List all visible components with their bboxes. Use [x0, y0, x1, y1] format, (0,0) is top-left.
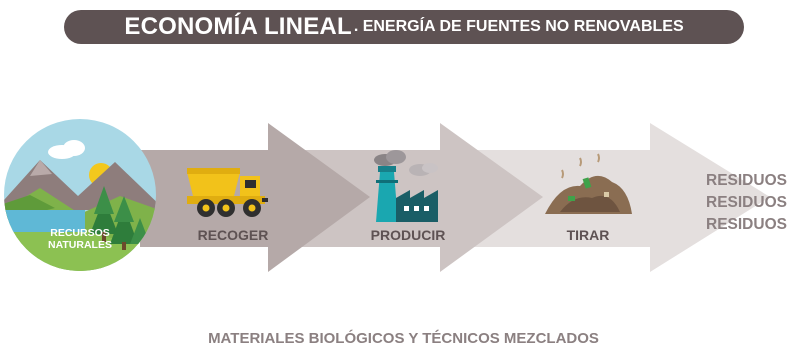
resources-label-line2: NATURALES [48, 239, 112, 251]
dump-truck-icon [187, 168, 268, 217]
waste-output-item: RESIDUOS [706, 216, 787, 233]
waste-output-list: RESIDUOS RESIDUOS RESIDUOS [706, 170, 787, 236]
landscape-icon [4, 119, 156, 271]
title-subtitle: . ENERGÍA DE FUENTES NO RENOVABLES [353, 18, 684, 35]
bottom-caption: MATERIALES BIOLÓGICOS Y TÉCNICOS MEZCLAD… [208, 330, 599, 347]
stage-label-discard: TIRAR [566, 227, 610, 243]
title-main: ECONOMÍA LINEAL [124, 13, 352, 40]
factory-icon [374, 150, 438, 222]
resources-label-line1: RECURSOS [50, 227, 110, 239]
resources-label: RECURSOS NATURALES [36, 227, 124, 251]
stage-label-produce: PRODUCIR [370, 227, 446, 243]
waste-pile-icon [545, 153, 632, 214]
title-banner: ECONOMÍA LINEAL. ENERGÍA DE FUENTES NO R… [64, 10, 744, 44]
waste-output-item: RESIDUOS [706, 172, 787, 189]
waste-output-item: RESIDUOS [706, 194, 787, 211]
stage-label-collect: RECOGER [197, 227, 269, 243]
